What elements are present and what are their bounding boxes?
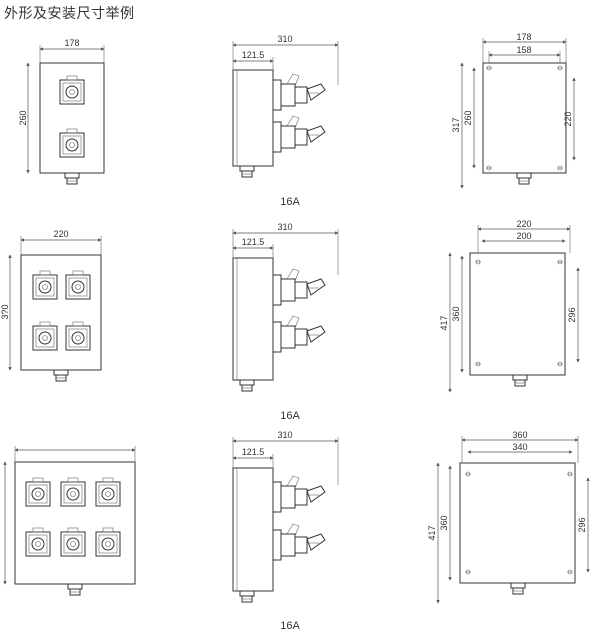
dim-mount-outer-height: 317 <box>451 117 461 132</box>
dim-mount-hole-height: 296 <box>567 307 577 322</box>
side-caption: 16A <box>280 196 300 208</box>
side-caption: 16A <box>280 620 300 632</box>
dim-side-offset: 121.5 <box>242 50 265 60</box>
front-view-1: 178 260 <box>18 38 105 185</box>
dim-mount-hole-height: 296 <box>577 517 587 532</box>
mount-view-2: 220 200 417 360 296 <box>439 219 580 393</box>
dim-side-offset: 121.5 <box>242 447 265 457</box>
side-view-3: 310 121.5 16A <box>232 430 339 632</box>
mount-view-1: 178 158 317 260 220 <box>451 32 576 189</box>
dim-front-width: 178 <box>64 38 79 48</box>
dim-front-height: 260 <box>18 110 28 125</box>
dim-side-depth: 310 <box>277 34 292 44</box>
dim-mount-inner-width: 340 <box>512 442 527 452</box>
dim-mount-outer-width: 360 <box>512 430 527 440</box>
side-view-1: 310 121.5 16A <box>232 34 339 208</box>
front-view-2: 220 3?0 <box>0 229 102 382</box>
dim-mount-inner-width: 200 <box>516 231 531 241</box>
page-title: 外形及安装尺寸举例 <box>4 6 135 22</box>
dim-mount-outer-width: 220 <box>516 219 531 229</box>
dim-side-depth: 310 <box>277 430 292 440</box>
dim-mount-inner-height: 360 <box>451 306 461 321</box>
dim-mount-outer-height: 417 <box>439 315 449 330</box>
dim-mount-outer-height: 417 <box>427 525 437 540</box>
dim-mount-inner-width: 158 <box>516 45 531 55</box>
side-view-2: 310 121.5 16A <box>232 222 339 422</box>
dim-mount-inner-height: 360 <box>439 515 449 530</box>
dim-front-width: 220 <box>53 229 68 239</box>
dim-mount-inner-height: 260 <box>463 110 473 125</box>
side-caption: 16A <box>280 410 300 422</box>
dim-mount-outer-width: 178 <box>516 32 531 42</box>
front-view-3 <box>3 446 136 596</box>
dim-front-height: 3?0 <box>0 304 10 319</box>
mount-view-3: 360 340 417 360 296 <box>427 430 590 604</box>
dim-mount-hole-height: 220 <box>563 111 573 126</box>
dim-side-offset: 121.5 <box>242 237 265 247</box>
dim-side-depth: 310 <box>277 222 292 232</box>
